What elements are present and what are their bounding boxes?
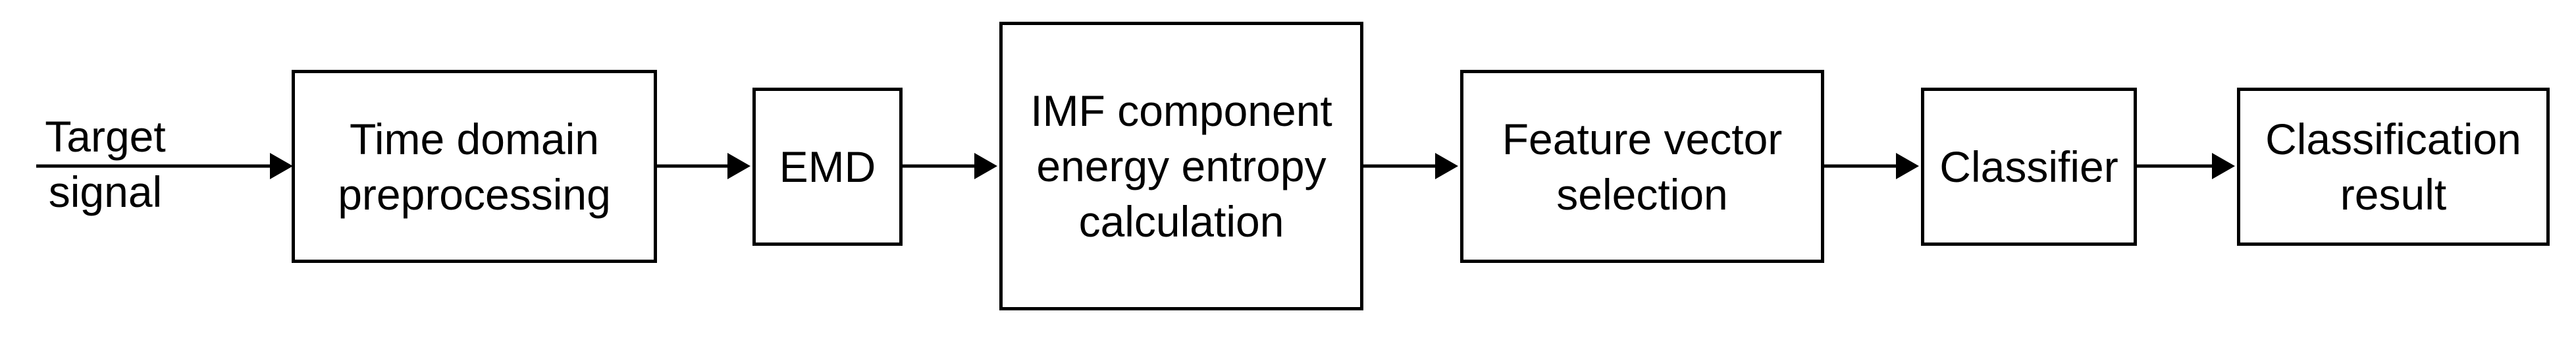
box-label-line2: selection — [1556, 169, 1728, 219]
box-time-domain-preprocessing: Time domain preprocessing — [292, 70, 657, 263]
box-label-line2: preprocessing — [338, 169, 611, 219]
arrow-emd-to-imf — [901, 153, 997, 179]
box-imf-energy-entropy: IMF component energy entropy calculation — [999, 22, 1363, 310]
box-classifier: Classifier — [1921, 88, 2137, 246]
arrow-imf-to-feature — [1361, 153, 1458, 179]
box-label-line1: Classification — [2265, 115, 2521, 163]
box-label-line2: energy entropy — [1036, 142, 1327, 190]
box-label-line3: calculation — [1078, 197, 1284, 246]
box-label-line1: EMD — [779, 142, 876, 191]
box-emd: EMD — [752, 88, 903, 246]
box-label-line1: Classifier — [1939, 142, 2118, 191]
arrow-preprocessing-to-emd — [655, 153, 750, 179]
box-label-line2: result — [2340, 170, 2447, 219]
box-feature-vector-selection: Feature vector selection — [1460, 70, 1824, 263]
box-classification-result: Classification result — [2237, 88, 2550, 246]
input-label-line2: signal — [48, 167, 163, 216]
box-label-line1: Time domain — [349, 114, 600, 163]
box-label-line1: IMF component — [1030, 86, 1332, 135]
input-label-line1: Target — [45, 112, 166, 161]
arrow-feature-to-classifier — [1822, 153, 1919, 179]
input-label: Target signal — [39, 109, 171, 219]
arrow-input-to-preprocessing — [36, 153, 293, 179]
box-label-line1: Feature vector — [1502, 114, 1783, 163]
arrow-classifier-to-result — [2135, 153, 2235, 179]
